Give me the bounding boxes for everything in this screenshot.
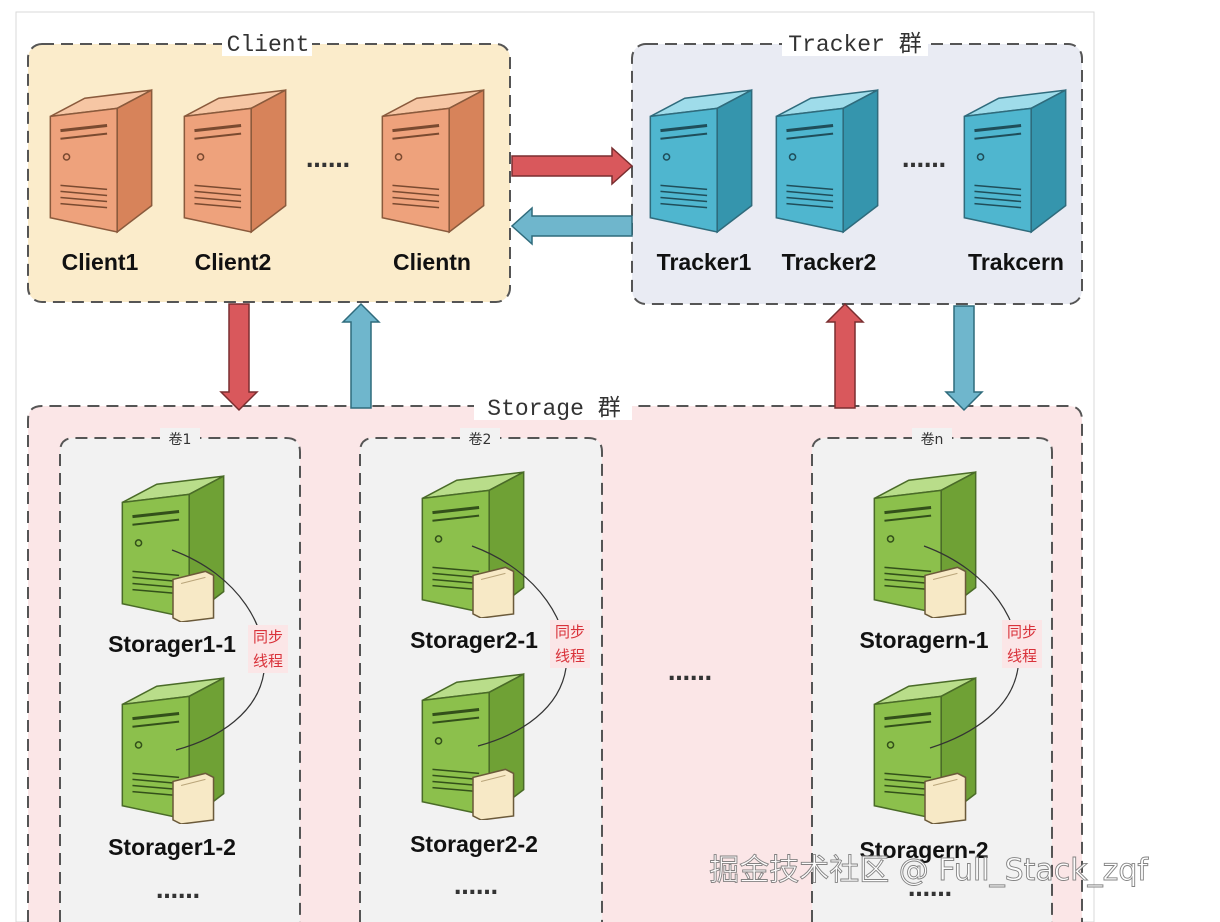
client1-label: Client1	[62, 249, 139, 275]
storagern-2-server-icon	[872, 676, 978, 824]
storager1-2-label: Storager1-2	[108, 834, 236, 860]
volume-n-title-bg	[912, 428, 952, 448]
tracker-group-title: Tracker 群	[788, 31, 921, 58]
storage-group: Storage 群 卷1 Storager1-1 Storager1-2 同步 …	[27, 392, 1083, 922]
storagern-2-label: Storagern-2	[859, 837, 988, 863]
tracker1-label: Tracker1	[657, 249, 752, 275]
trackern-label: Trakcern	[968, 249, 1064, 275]
storage-group-title: Storage 群	[487, 395, 620, 422]
client2-label: Client2	[195, 249, 272, 275]
storager1-1-label: Storager1-1	[108, 631, 236, 657]
volume-2-sync-line1: 同步	[555, 623, 585, 641]
tracker1-server-icon	[648, 88, 754, 234]
volume-2-ellipsis: ……	[454, 875, 498, 900]
arrow-storage-to-client	[341, 302, 381, 409]
volume-1-ellipsis: ……	[156, 879, 200, 904]
volume-2-title: 卷2	[469, 432, 492, 448]
volume-1-sync-line1: 同步	[253, 628, 283, 646]
tracker-ellipsis: ……	[902, 148, 946, 173]
volume-2-sync-line2: 线程	[555, 647, 585, 665]
volume-2: 卷2 Storager2-1 Storager2-2 同步 线程 ……	[359, 428, 603, 922]
volume-1-title: 卷1	[169, 432, 192, 448]
volume-1-title-bg	[160, 428, 200, 448]
arrow-client-to-tracker	[511, 146, 634, 186]
watermark: 掘金技术社区 @ Full_Stack_zqf	[709, 853, 1149, 888]
storagern-1-server-icon	[872, 470, 978, 618]
volume-n-ellipsis: ……	[908, 877, 952, 902]
storager2-2-label: Storager2-2	[410, 831, 538, 857]
client-ellipsis: ……	[306, 148, 350, 173]
storager1-2-server-icon	[120, 676, 226, 824]
client2-server-icon	[182, 88, 288, 234]
clientn-server-icon	[380, 88, 486, 234]
volume-n-sync-bg	[1002, 620, 1042, 668]
volume-n-sync-line2: 线程	[1007, 647, 1037, 665]
client-title-bg	[222, 30, 312, 56]
storager1-1-server-icon	[120, 474, 226, 622]
tracker-title-bg	[782, 30, 928, 56]
volume-2-sync-bg	[550, 620, 590, 668]
volumes-ellipsis: ……	[668, 661, 712, 686]
volume-n-sync-line1: 同步	[1007, 623, 1037, 641]
arrow-storage-to-tracker	[825, 302, 865, 409]
client-group-title: Client	[227, 32, 310, 58]
client1-server-icon	[48, 88, 154, 234]
storager2-1-server-icon	[420, 470, 526, 618]
arrow-tracker-to-client	[510, 206, 633, 246]
clientn-label: Clientn	[393, 249, 471, 275]
storage-title-bg	[474, 392, 632, 420]
tracker2-server-icon	[774, 88, 880, 234]
volume-1: 卷1 Storager1-1 Storager1-2 同步 线程 ……	[59, 428, 301, 922]
volume-1-sync-bg	[248, 625, 288, 673]
volume-1-sync-line2: 线程	[253, 652, 283, 670]
arrow-tracker-to-storage	[944, 305, 984, 412]
arrow-client-to-storage	[219, 303, 259, 412]
tracker2-label: Tracker2	[782, 249, 877, 275]
storager2-1-label: Storager2-1	[410, 627, 538, 653]
volume-n: 卷n Storagern-1 Storagern-2 同步 线程 ……	[811, 428, 1053, 922]
volume-n-title: 卷n	[921, 432, 944, 448]
storager2-2-server-icon	[420, 672, 526, 820]
tracker-group: Tracker 群 …… Tracker1 Tracker2 Trakcern	[631, 30, 1083, 305]
trackern-server-icon	[962, 88, 1068, 234]
vertical-arrows	[219, 302, 984, 412]
client-tracker-arrows	[510, 146, 634, 246]
page-border	[15, 11, 1095, 922]
storagern-1-label: Storagern-1	[859, 627, 988, 653]
client-group: Client …… Client1 Client2 Clientn	[27, 30, 511, 303]
volume-2-title-bg	[460, 428, 500, 448]
